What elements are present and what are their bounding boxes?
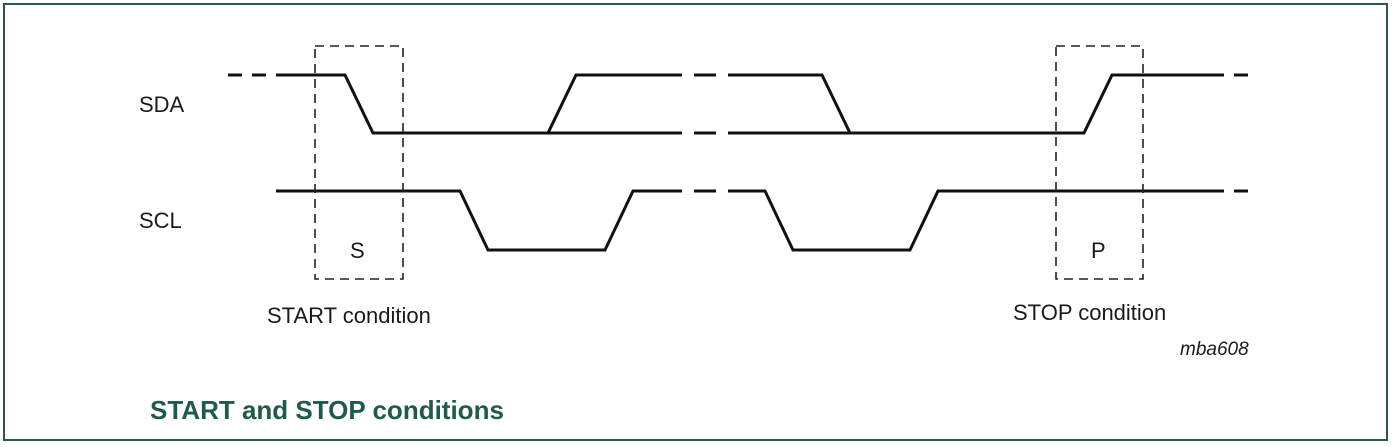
- stop-symbol: P: [1091, 238, 1106, 263]
- start-condition-label: START condition: [267, 303, 431, 328]
- figure-id: mba608: [1180, 339, 1249, 360]
- stop-condition-label: STOP condition: [1013, 300, 1167, 325]
- figure-caption: START and STOP conditions: [150, 395, 504, 425]
- scl-label: SCL: [139, 208, 182, 233]
- stop-condition-box: [1055, 45, 1144, 280]
- sda-waveform: [228, 73, 1258, 135]
- sda-label: SDA: [139, 92, 185, 117]
- scl-waveform: [276, 189, 1258, 252]
- start-symbol: S: [350, 238, 365, 263]
- start-condition-box: [314, 45, 404, 280]
